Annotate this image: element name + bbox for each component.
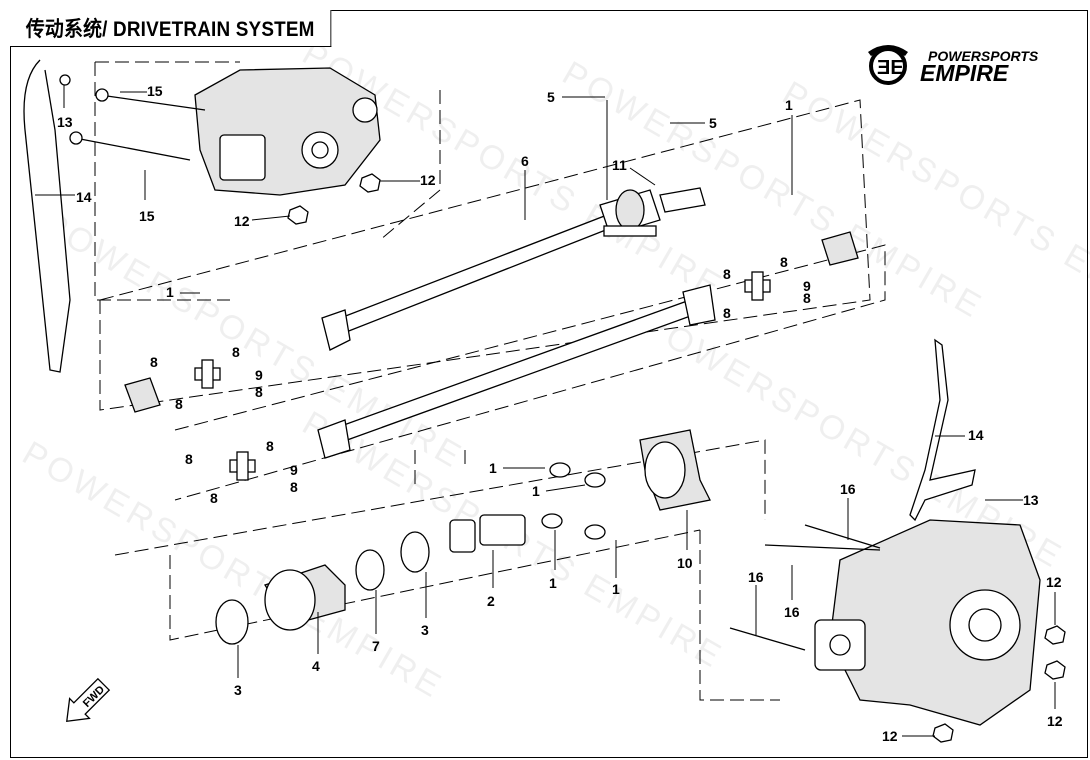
callout: 1 xyxy=(489,460,497,476)
callout: 14 xyxy=(76,189,92,205)
callout: 9 xyxy=(290,462,298,478)
diagram-frame xyxy=(10,10,1088,758)
callout: 1 xyxy=(785,97,793,113)
callout: 8 xyxy=(175,396,183,412)
callout: 8 xyxy=(232,344,240,360)
callout: 16 xyxy=(840,481,856,497)
callout: 5 xyxy=(709,115,717,131)
callout: 16 xyxy=(784,604,800,620)
rear-differential xyxy=(729,519,1066,743)
vent-hose-left xyxy=(23,59,71,373)
callout: 3 xyxy=(234,682,242,698)
callout: 7 xyxy=(372,638,380,654)
callout: 3 xyxy=(421,622,429,638)
callout: 8 xyxy=(290,479,298,495)
callout: 8 xyxy=(210,490,218,506)
forward-arrow-icon: FWD xyxy=(66,677,111,722)
callout: 8 xyxy=(723,266,731,282)
callout: 9 xyxy=(255,367,263,383)
callout: 8 xyxy=(266,438,274,454)
callout: 4 xyxy=(312,658,320,674)
callout: 12 xyxy=(882,728,898,744)
brand-logo: ƎE POWERSPORTS EMPIRE xyxy=(868,45,1039,86)
callout: 11 xyxy=(612,157,627,173)
callout: 12 xyxy=(420,172,436,188)
callout: 16 xyxy=(748,569,764,585)
callout: 10 xyxy=(677,555,693,571)
callout: 13 xyxy=(57,114,73,130)
callout: 14 xyxy=(968,427,984,443)
callout: 12 xyxy=(1046,574,1062,590)
logo-line2: EMPIRE xyxy=(920,60,1009,86)
callout: 1 xyxy=(166,284,174,300)
callout: 1 xyxy=(612,581,620,597)
callout-numbers: 15 15 13 14 12 12 5 5 6 11 1 1 8 8 9 8 8… xyxy=(57,83,1063,744)
page-title: 传动系统/ DRIVETRAIN SYSTEM xyxy=(10,10,332,47)
callout: 12 xyxy=(1047,713,1063,729)
callout: 1 xyxy=(549,575,557,591)
callout: 13 xyxy=(1023,492,1039,508)
callout: 9 xyxy=(803,278,811,294)
callout: 8 xyxy=(803,290,811,306)
bolts-and-nuts xyxy=(59,74,381,225)
rear-propshaft xyxy=(317,284,716,459)
callout: 1 xyxy=(532,483,540,499)
vent-hose-right xyxy=(909,338,976,522)
callout: 8 xyxy=(780,254,788,270)
callout: 15 xyxy=(147,83,163,99)
svg-text:ƎE: ƎE xyxy=(877,57,904,79)
universal-joints xyxy=(124,231,859,481)
title-text: 传动系统/ DRIVETRAIN SYSTEM xyxy=(25,18,315,41)
logo-line1: POWERSPORTS xyxy=(928,48,1039,64)
callout: 8 xyxy=(723,305,731,321)
callout: 8 xyxy=(255,384,263,400)
front-differential xyxy=(194,67,381,196)
callout: 8 xyxy=(185,451,193,467)
callout: 12 xyxy=(234,213,250,229)
callout: 15 xyxy=(139,208,155,224)
callout: 8 xyxy=(150,354,158,370)
coupling-parts xyxy=(215,429,711,645)
leader-lines xyxy=(35,85,1056,737)
front-propshaft xyxy=(321,187,706,351)
svg-text:POWERSPORTS EMPIRE: POWERSPORTS EMPIRE xyxy=(36,204,470,477)
callout: 2 xyxy=(487,593,495,609)
callout: 5 xyxy=(547,89,555,105)
callout: 6 xyxy=(521,153,529,169)
